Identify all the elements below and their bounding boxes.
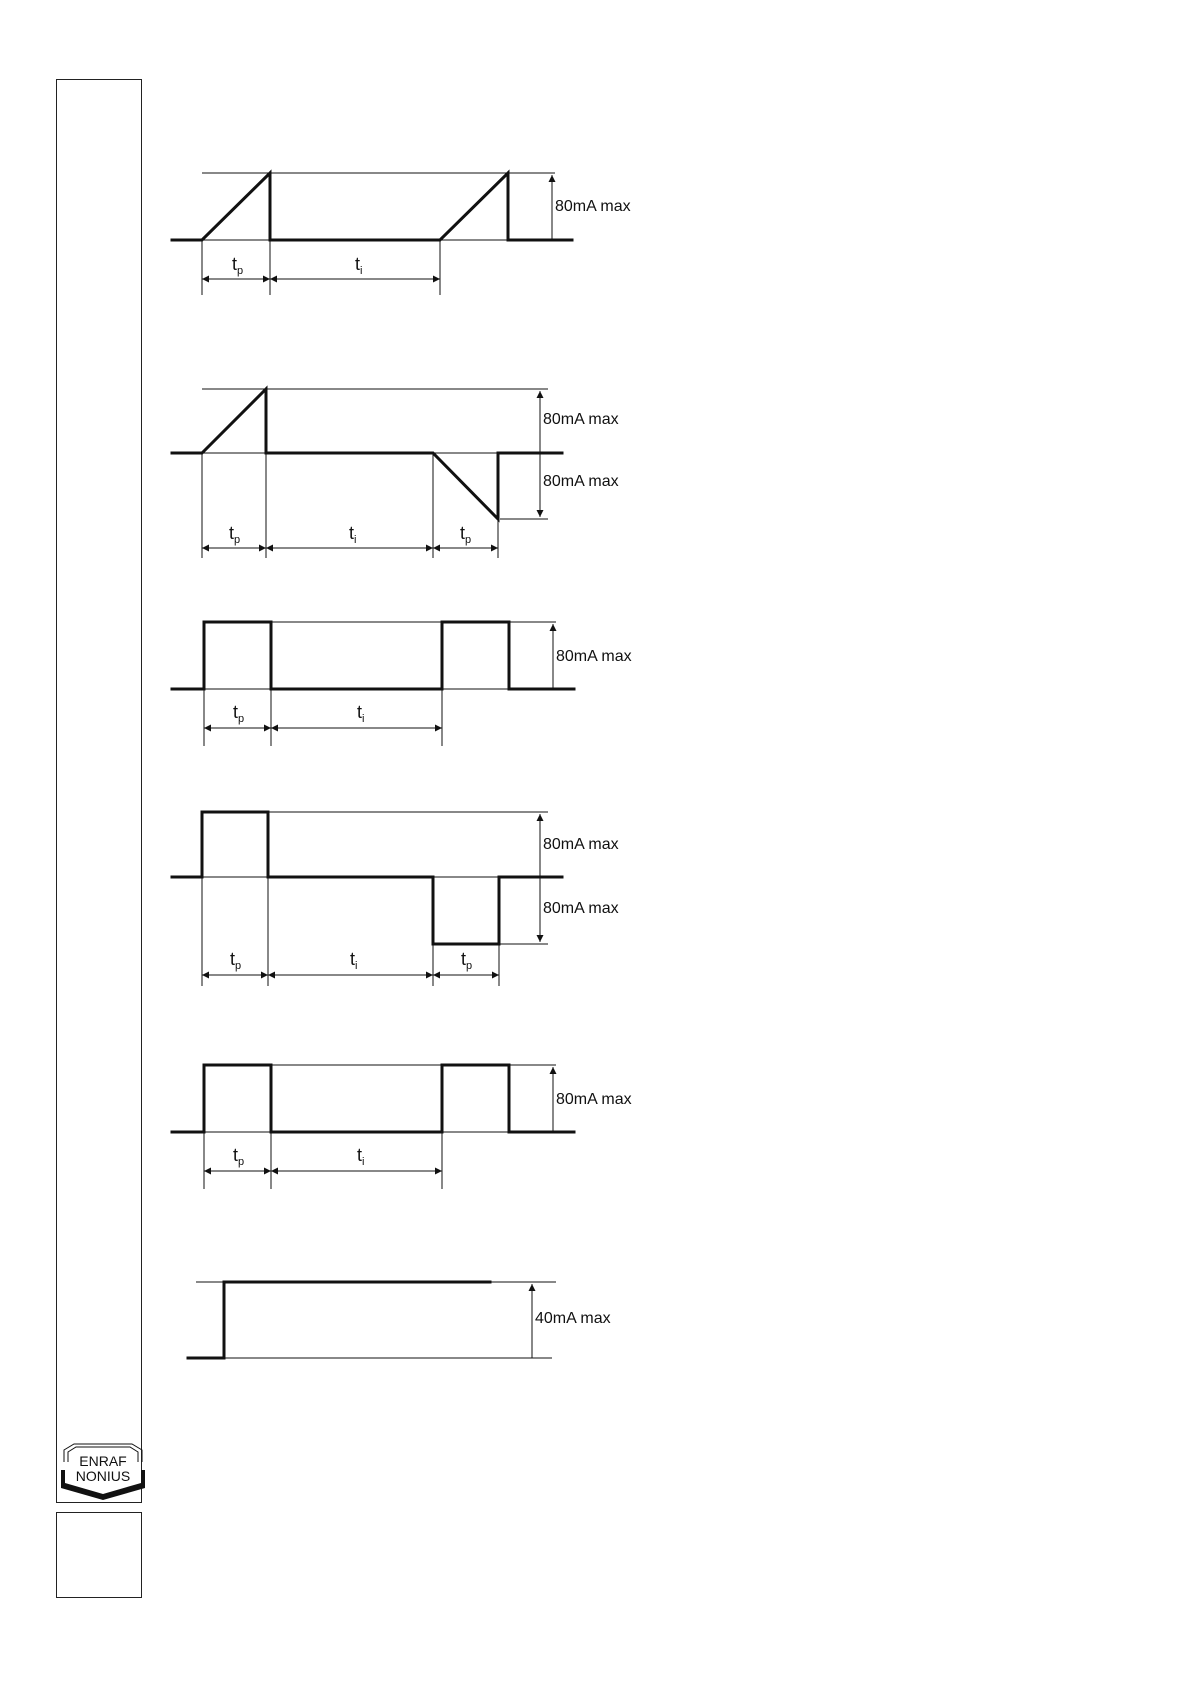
logo-line1: ENRAF	[79, 1453, 126, 1469]
amplitude-label: 80mA max	[556, 648, 632, 665]
diagram-rectangular-unipolar-2: 80mA max tp ti	[172, 1065, 632, 1189]
diagram-rectangular-unipolar-1: 80mA max tp ti	[172, 622, 632, 746]
waveform	[172, 622, 574, 689]
amplitude-label: 40mA max	[535, 1310, 611, 1327]
logo-line2: NONIUS	[76, 1468, 130, 1484]
tp-label: tp	[232, 254, 243, 277]
amplitude-label-positive: 80mA max	[543, 836, 619, 853]
diagram-sawtooth-bipolar: 80mA max 80mA max tp ti tp	[172, 389, 619, 558]
waveform	[188, 1282, 490, 1358]
ti-label: ti	[350, 949, 357, 972]
enraf-nonius-logo: ENRAF NONIUS	[61, 1444, 145, 1500]
tp-label: tp	[230, 949, 241, 972]
diagram-rectangular-bipolar: 80mA max 80mA max tp ti tp	[172, 812, 619, 986]
diagram-sawtooth-unipolar: 80mA max tp ti	[172, 173, 631, 295]
ti-label: ti	[349, 523, 356, 546]
waveform	[172, 1065, 574, 1132]
ti-label: ti	[357, 702, 364, 725]
ti-label: ti	[357, 1145, 364, 1168]
amplitude-label-negative: 80mA max	[543, 900, 619, 917]
tp-label: tp	[229, 523, 240, 546]
waveform	[172, 389, 562, 519]
ti-label: ti	[355, 254, 362, 277]
amplitude-label: 80mA max	[555, 198, 631, 215]
amplitude-label: 80mA max	[556, 1091, 632, 1108]
tp-label: tp	[233, 702, 244, 725]
amplitude-label-positive: 80mA max	[543, 411, 619, 428]
waveform	[172, 812, 562, 944]
tn-label: tp	[460, 523, 471, 546]
amplitude-label-negative: 80mA max	[543, 473, 619, 490]
tn-label: tp	[461, 949, 472, 972]
tp-label: tp	[233, 1145, 244, 1168]
waveform	[172, 173, 572, 240]
diagram-dc-step: 40mA max	[188, 1282, 611, 1358]
